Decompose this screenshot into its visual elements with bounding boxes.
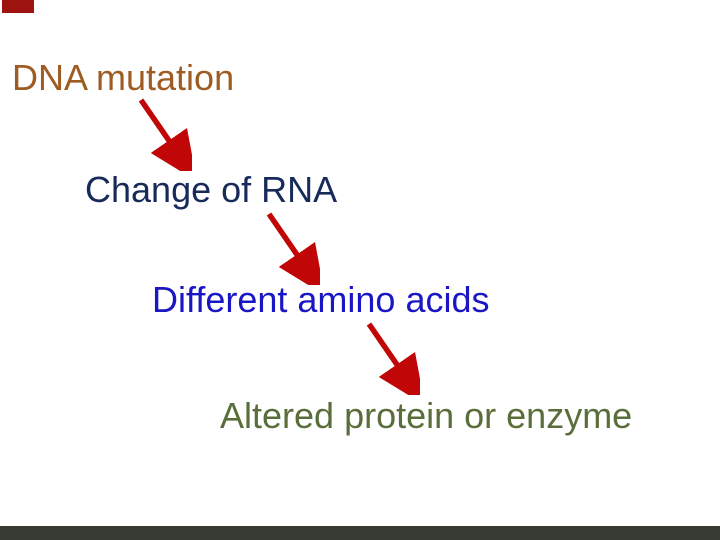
flow-step-dna-mutation: DNA mutation [12,57,235,98]
down-right-arrow-icon [138,98,192,171]
down-right-arrow-icon [366,322,420,395]
flow-step-altered-protein-or-enzyme: Altered protein or enzyme [220,395,633,436]
corner-red-square [2,0,34,13]
down-right-arrow-icon [266,212,320,285]
flow-step-different-amino-acids: Different amino acids [152,279,490,320]
flow-step-change-of-rna: Change of RNA [85,169,338,210]
bottom-edge-band [0,526,720,540]
